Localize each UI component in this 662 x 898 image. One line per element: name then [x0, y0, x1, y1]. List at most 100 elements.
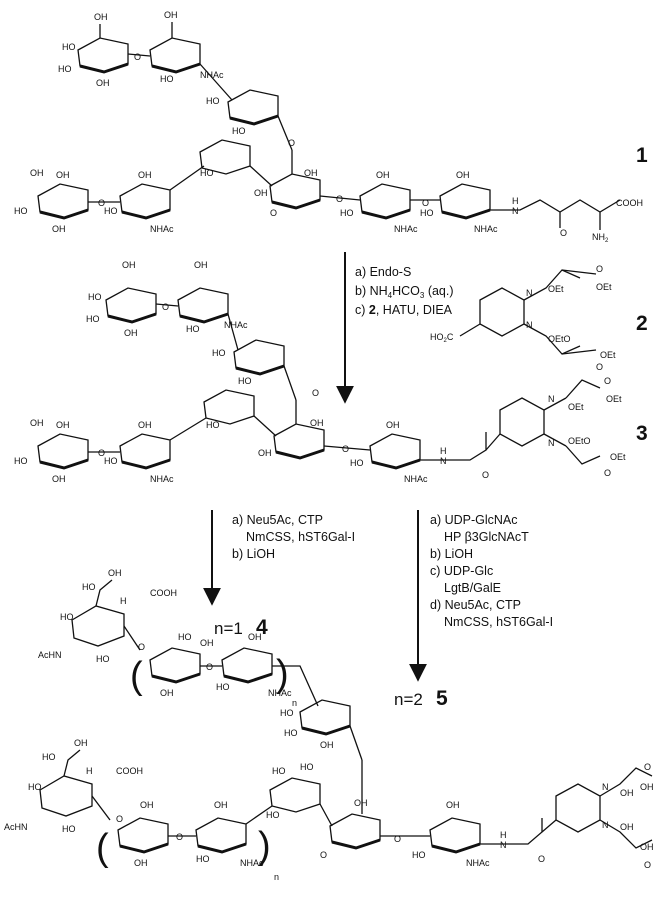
compound-2-group-labels: HO2C N N OEt OEt O OEtO OEt O [430, 264, 616, 372]
svg-text:O: O [312, 388, 319, 398]
compound-3-group-labels: OH OH HO HO OH O HO NHAc HO HO HO O OH O… [14, 260, 626, 484]
svg-text:N: N [526, 288, 533, 298]
step3-condition-c1: c) UDP-Glc [430, 564, 493, 578]
svg-text:OEt: OEt [606, 394, 622, 404]
svg-text:HO: HO [206, 96, 220, 106]
step3-condition-d1: d) Neu5Ac, CTP [430, 598, 521, 612]
svg-text:HO2C: HO2C [430, 332, 454, 344]
svg-text:OH: OH [164, 10, 178, 20]
svg-text:O: O [482, 470, 489, 480]
svg-text:OH: OH [74, 738, 88, 748]
svg-text:OH: OH [200, 638, 214, 648]
step3-condition-a1: a) UDP-GlcNAc [430, 513, 518, 527]
svg-text:NHAc: NHAc [394, 224, 418, 234]
step2-condition-b: b) LiOH [232, 547, 275, 561]
svg-text:HO: HO [232, 126, 246, 136]
svg-text:H: H [512, 196, 519, 206]
repeat-open-paren-4: ( [130, 655, 143, 697]
svg-text:O: O [116, 814, 123, 824]
svg-text:OH: OH [122, 260, 136, 270]
svg-text:OEt: OEt [610, 452, 626, 462]
svg-text:HO: HO [160, 74, 174, 84]
svg-text:O: O [206, 662, 213, 672]
svg-text:HO: HO [60, 612, 74, 622]
svg-text:OH: OH [56, 420, 70, 430]
svg-text:AcHN: AcHN [38, 650, 62, 660]
svg-text:O: O [644, 762, 651, 772]
svg-text:HO: HO [350, 458, 364, 468]
svg-text:NHAc: NHAc [268, 688, 292, 698]
svg-text:OH: OH [30, 168, 44, 178]
svg-text:HO: HO [28, 782, 42, 792]
svg-text:OH: OH [30, 418, 44, 428]
svg-text:AcHN: AcHN [4, 822, 28, 832]
svg-text:N: N [602, 782, 609, 792]
svg-text:OH: OH [258, 448, 272, 458]
svg-text:n: n [292, 698, 297, 708]
compound-2-structure [459, 269, 597, 355]
svg-text:OH: OH [446, 800, 460, 810]
svg-text:HO: HO [238, 376, 252, 386]
svg-text:HO: HO [206, 420, 220, 430]
compound-1-structure [37, 22, 621, 230]
svg-text:OH: OH [134, 858, 148, 868]
repeat-open-paren-5: ( [96, 827, 109, 869]
svg-text:N: N [500, 840, 507, 850]
repeat-close-paren-4: ) [276, 653, 289, 695]
svg-text:HO: HO [216, 682, 230, 692]
svg-text:HO: HO [200, 168, 214, 178]
svg-text:O: O [538, 854, 545, 864]
svg-text:OEtO: OEtO [568, 436, 591, 446]
svg-text:NH2: NH2 [592, 232, 609, 244]
svg-text:HO: HO [212, 348, 226, 358]
svg-text:N: N [440, 456, 447, 466]
svg-text:O: O [560, 228, 567, 238]
svg-text:NHAc: NHAc [200, 70, 224, 80]
compound-3-structure [37, 287, 601, 470]
svg-text:HO: HO [284, 728, 298, 738]
svg-text:OH: OH [376, 170, 390, 180]
svg-text:OH: OH [310, 418, 324, 428]
compound-5-label: 5 [436, 687, 448, 710]
svg-text:OH: OH [320, 740, 334, 750]
svg-text:OH: OH [52, 474, 66, 484]
step2-condition-a2: NmCSS, hST6Gal-I [246, 530, 355, 544]
svg-text:O: O [288, 138, 295, 148]
compound-2-label: 2 [636, 312, 648, 335]
svg-text:H: H [440, 446, 447, 456]
svg-text:N: N [602, 820, 609, 830]
svg-text:OEt: OEt [568, 402, 584, 412]
svg-text:HO: HO [88, 292, 102, 302]
compound-1-label: 1 [636, 144, 648, 167]
compound-3-label: 3 [636, 422, 648, 445]
svg-text:NHAc: NHAc [240, 858, 264, 868]
svg-text:O: O [134, 52, 141, 62]
svg-text:OEt: OEt [548, 284, 564, 294]
svg-text:OH: OH [640, 842, 654, 852]
svg-text:HO: HO [420, 208, 434, 218]
svg-text:OH: OH [620, 788, 634, 798]
svg-text:NHAc: NHAc [150, 224, 174, 234]
step3-condition-a2: HP β3GlcNAcT [444, 530, 529, 544]
svg-text:O: O [596, 362, 603, 372]
svg-text:O: O [342, 444, 349, 454]
compound-4-label: 4 [256, 616, 268, 639]
svg-text:OEtO: OEtO [548, 334, 571, 344]
svg-text:HO: HO [62, 42, 76, 52]
svg-text:OEt: OEt [600, 350, 616, 360]
svg-text:COOH: COOH [150, 588, 177, 598]
svg-text:O: O [604, 376, 611, 386]
compound-4-5-structure [39, 579, 653, 854]
svg-text:OH: OH [354, 798, 368, 808]
svg-text:HO: HO [58, 64, 72, 74]
svg-text:HO: HO [86, 314, 100, 324]
svg-text:COOH: COOH [616, 198, 643, 208]
svg-text:OH: OH [214, 800, 228, 810]
step1-condition-a: a) Endo-S [355, 265, 411, 279]
step3-condition-c2: LgtB/GalE [444, 581, 501, 595]
svg-text:NHAc: NHAc [466, 858, 490, 868]
svg-text:HO: HO [82, 582, 96, 592]
svg-text:HO: HO [178, 632, 192, 642]
svg-text:OH: OH [124, 328, 138, 338]
svg-text:HO: HO [300, 762, 314, 772]
